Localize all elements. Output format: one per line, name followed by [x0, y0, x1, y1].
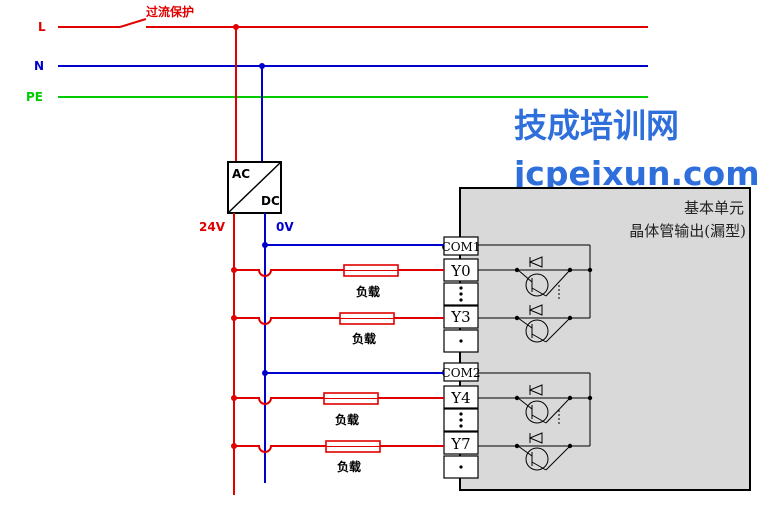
- watermark-url: jcpeixun.com: [512, 154, 760, 193]
- line-label-pe: PE: [26, 90, 43, 104]
- load-label-3: 负载: [335, 412, 359, 427]
- terminal-y7: Y7: [450, 435, 470, 453]
- terminal-com1: COM1: [442, 240, 481, 254]
- plc-unit: 基本单元 晶体管输出(漏型): [459, 187, 751, 491]
- terminal-dots: [459, 286, 463, 469]
- terminal-block-1: [443, 236, 479, 353]
- terminal-com2: COM2: [442, 366, 481, 380]
- load-junctions: [231, 267, 237, 449]
- load-label-4: 负载: [337, 459, 361, 474]
- power-supply: AC DC: [227, 161, 282, 214]
- unit-title: 基本单元: [684, 199, 744, 217]
- load-label-1: 负载: [356, 284, 380, 299]
- label-0v: 0V: [276, 220, 294, 234]
- breaker-label: 过流保护: [146, 4, 194, 19]
- unit-subtitle: 晶体管输出(漏型): [629, 222, 746, 240]
- power-supply-ac: AC: [232, 167, 250, 181]
- terminal-block-2: [443, 362, 479, 479]
- label-24v: 24V: [199, 220, 226, 234]
- load-label-2: 负载: [352, 331, 376, 346]
- line-label-n: N: [34, 59, 44, 73]
- terminal-y0: Y0: [450, 262, 470, 280]
- load-circuits: [234, 269, 444, 453]
- line-label-l: L: [38, 20, 46, 34]
- terminal-y3: Y3: [450, 308, 470, 326]
- transistor-dots-2: [514, 395, 593, 449]
- l-line: [58, 18, 648, 28]
- watermark-cn: 技成培训网: [514, 106, 679, 145]
- com-wiring: [265, 244, 444, 374]
- terminal-y4: Y4: [450, 389, 470, 407]
- transistor-dots-1: [514, 267, 593, 321]
- power-supply-dc: DC: [261, 194, 280, 208]
